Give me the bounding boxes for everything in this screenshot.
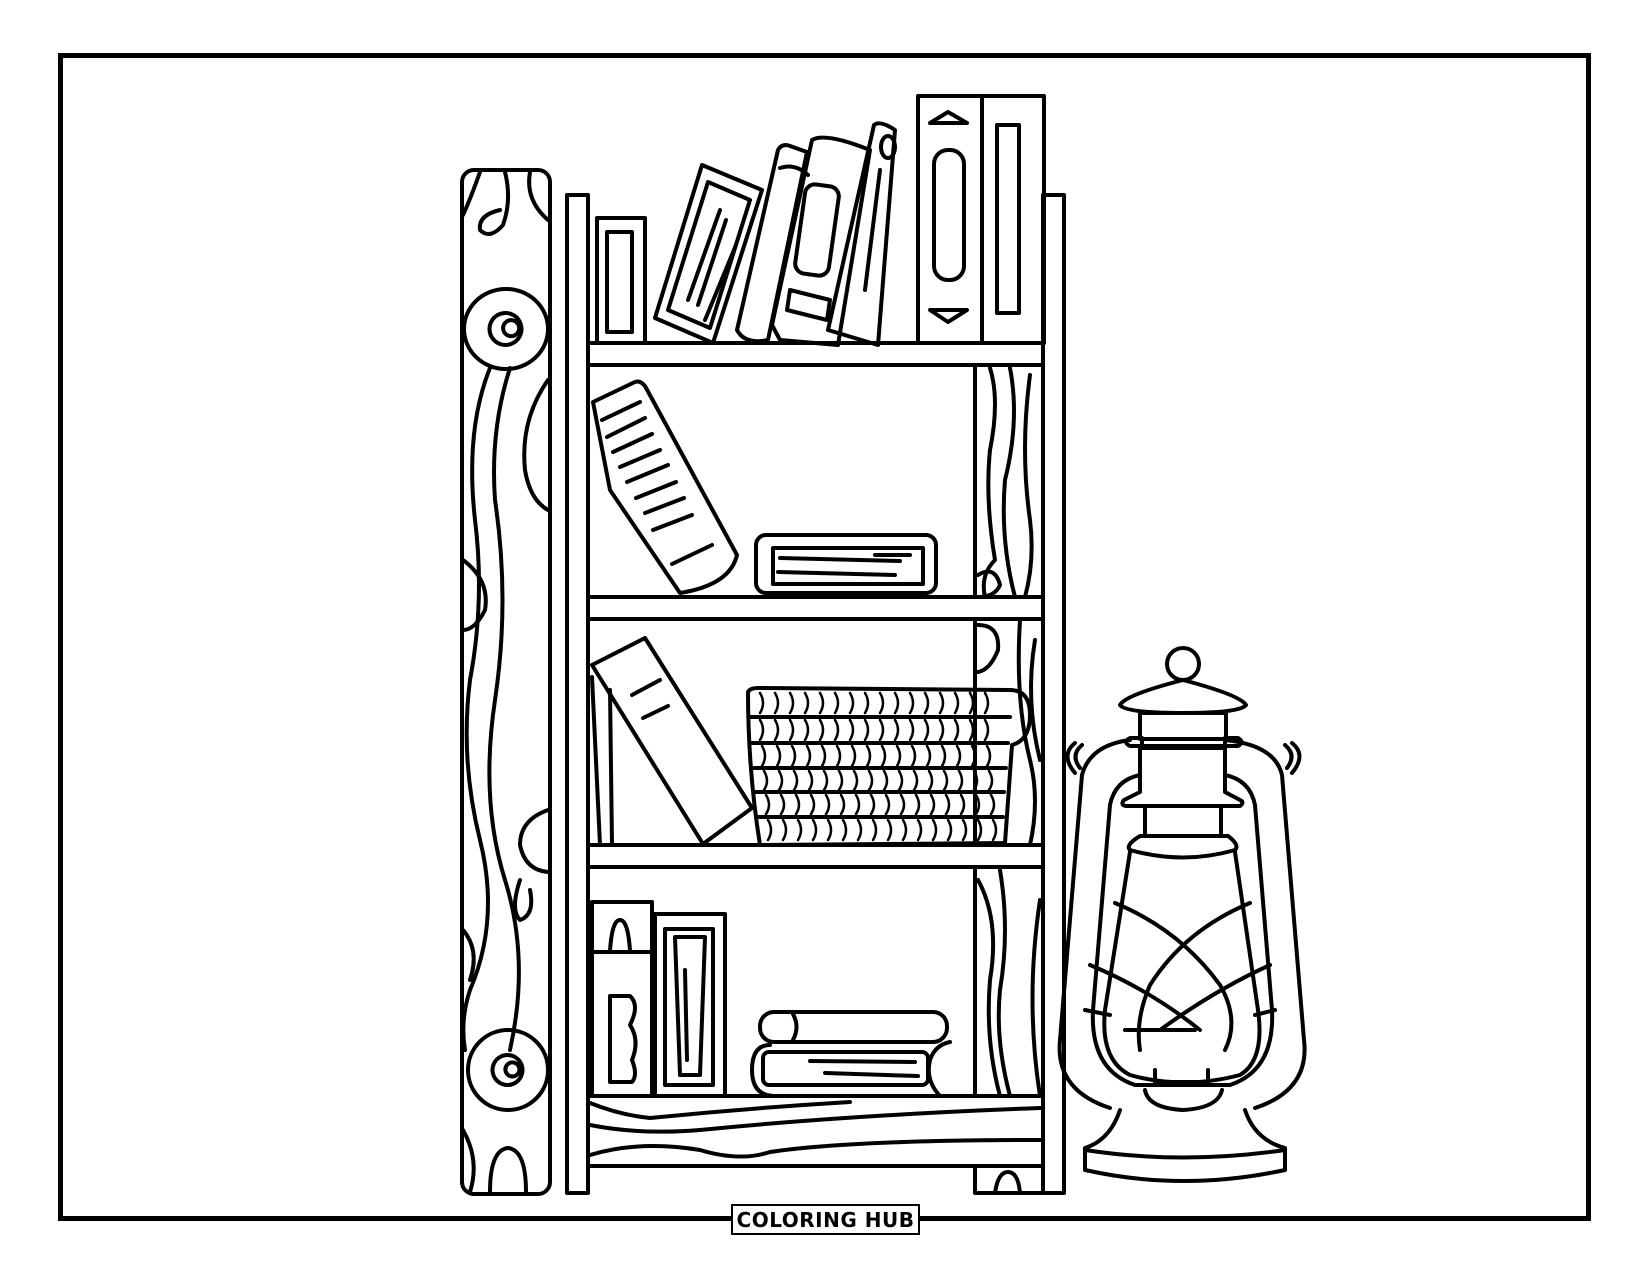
books-second-shelf bbox=[591, 379, 938, 595]
oil-lantern bbox=[1057, 646, 1307, 1183]
wooden-log-post bbox=[460, 168, 552, 1196]
bookshelf bbox=[565, 193, 1066, 1195]
books-top-shelf bbox=[595, 94, 1046, 347]
books-third-shelf bbox=[590, 636, 754, 847]
brand-badge: COLORING HUB bbox=[731, 1204, 920, 1235]
books-bottom-shelf bbox=[590, 900, 952, 1098]
woven-basket bbox=[746, 686, 1032, 847]
